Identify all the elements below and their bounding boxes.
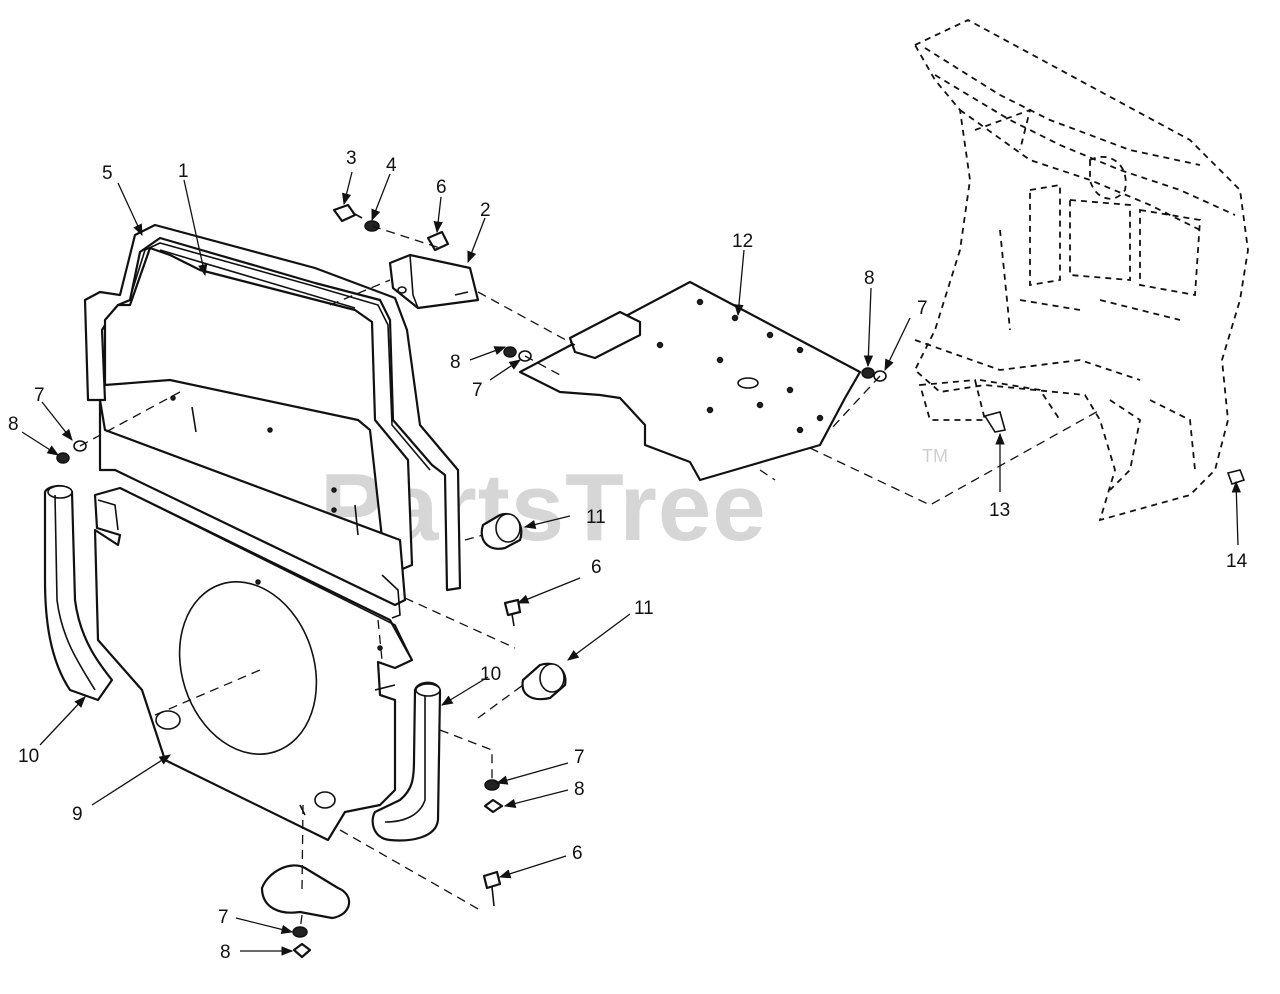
- part-14-screw: [1226, 469, 1246, 486]
- callout-10-right: 10: [480, 664, 501, 685]
- callout-6-upper: 6: [436, 177, 447, 198]
- callout-8-lower: 8: [574, 779, 585, 800]
- hardware-upper: [56, 203, 887, 464]
- callout-7-left: 7: [34, 385, 45, 406]
- callout-10-left: 10: [18, 746, 39, 767]
- hardware-lower: [292, 598, 522, 959]
- part-10-right-trim: [371, 681, 442, 842]
- callout-11-lower: 11: [634, 598, 654, 619]
- callout-8-plate: 8: [450, 352, 461, 373]
- part-1-upper-panel: [98, 246, 414, 619]
- hood-outline: [913, 18, 1249, 522]
- callout-7-right: 7: [917, 298, 928, 319]
- part-12-mounting-plate: [518, 280, 862, 482]
- part-11-grommet-lower: [521, 662, 567, 701]
- callout-1: 1: [178, 161, 189, 182]
- callout-6-lower: 6: [572, 843, 583, 864]
- callout-9: 9: [72, 804, 83, 825]
- part-2-bracket: [388, 253, 480, 310]
- callout-8-right: 8: [864, 268, 875, 289]
- callout-8-bottom: 8: [220, 942, 231, 963]
- callout-7-plate: 7: [472, 380, 483, 401]
- leader-lines: [21, 171, 1242, 956]
- part-10-left-trim: [43, 484, 114, 702]
- callout-12: 12: [732, 231, 753, 252]
- callout-7-bottom: 7: [218, 907, 229, 928]
- callout-labels: 1 2 3 4 5 6 6 6 7 7 7 7 7 8 8 8 8 8 9 10…: [8, 148, 1248, 963]
- part-9-lower-panel: [93, 486, 414, 842]
- callout-6-middle: 6: [591, 557, 602, 578]
- callout-14: 14: [1226, 551, 1248, 572]
- callout-4: 4: [386, 155, 397, 176]
- callout-3: 3: [346, 148, 357, 169]
- lower-pad: [260, 864, 350, 920]
- callout-13: 13: [989, 500, 1010, 521]
- callout-7-lower: 7: [574, 747, 585, 768]
- callout-11-upper: 11: [586, 507, 606, 528]
- assembly-lines: [79, 225, 1101, 931]
- callout-8-left: 8: [8, 414, 19, 435]
- part-13-bracket: [918, 379, 1007, 433]
- callout-5: 5: [102, 163, 113, 184]
- watermark-trademark: TM: [922, 446, 948, 466]
- part-11-grommet-upper: [480, 512, 523, 550]
- callout-2: 2: [480, 200, 491, 221]
